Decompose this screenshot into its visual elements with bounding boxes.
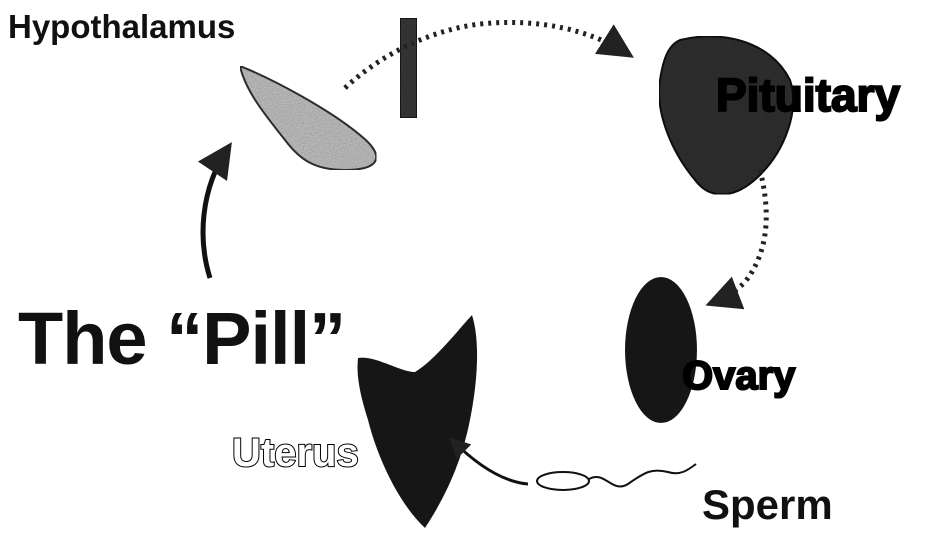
uterus-label: Uterus [232, 433, 359, 473]
the-pill-label: The “Pill” [18, 302, 345, 376]
ovary-label: Ovary [682, 356, 795, 396]
pill-to-hypothalamus-arrow [203, 148, 228, 278]
sperm-tail [589, 464, 696, 486]
blocking-bar [400, 18, 417, 118]
ovary-shape [625, 277, 697, 423]
hypothalamus-to-pituitary-arrow [345, 22, 628, 88]
hypothalamus-shape [240, 66, 376, 170]
uterus-shape [357, 315, 477, 528]
sperm-head [537, 472, 589, 490]
hypothalamus-label: Hypothalamus [8, 10, 235, 43]
sperm-label: Sperm [702, 484, 833, 526]
pituitary-label: Pituitary [716, 72, 900, 118]
